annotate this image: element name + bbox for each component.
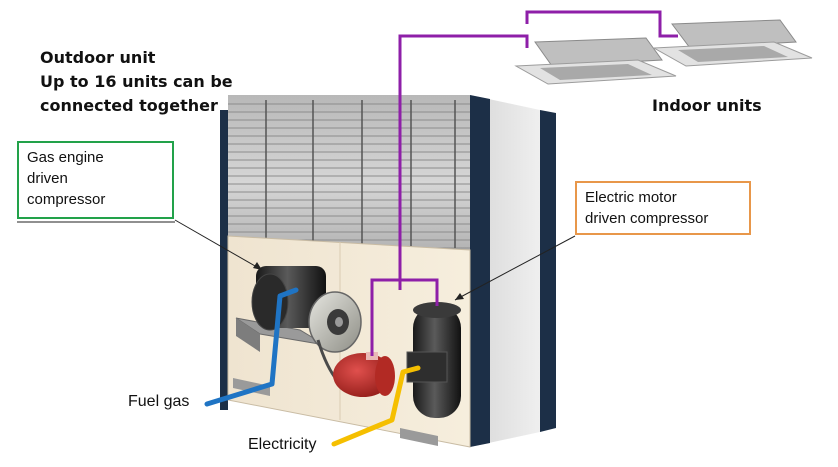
side-panel-edge-left	[470, 95, 490, 447]
pipe-to-compressors	[370, 278, 439, 356]
elec-callout-leader	[454, 235, 576, 301]
cassette-indoor-unit-icon	[652, 19, 813, 67]
motor-end-cap	[375, 356, 395, 396]
fuel-gas-line	[204, 287, 299, 407]
indoor-unit-1-body	[534, 37, 663, 67]
engine-pulley-center	[335, 317, 343, 327]
elec-callout-line-2: driven compressor	[585, 210, 709, 227]
gas-engine-icon	[235, 266, 362, 394]
fuel-gas-label: Fuel gas	[128, 393, 190, 410]
cassette-indoor-unit-icon	[514, 37, 677, 85]
indoor-unit-1-grille	[540, 64, 652, 80]
gas-callout-leader	[174, 219, 263, 271]
engine-front-cap	[251, 273, 289, 331]
gas-engine-callout: Gas engine driven compressor	[17, 141, 174, 219]
gas-callout-arrowhead	[253, 262, 262, 270]
electric-motor-icon	[333, 352, 395, 397]
indoor-unit-2-body	[671, 19, 797, 49]
electric-motor-callout: Electric motor driven compressor	[575, 181, 751, 235]
grill-dividers	[265, 100, 456, 248]
refrigerant-piping	[370, 10, 678, 356]
cabinet-foot-right	[400, 428, 438, 446]
gas-callout-line-1: Gas engine	[27, 149, 104, 166]
indoor-unit-2-grille	[678, 46, 788, 62]
side-panel-edge-right	[540, 110, 556, 432]
outdoor-title-line-1: Outdoor unit	[40, 48, 156, 67]
pipe-branch-indoor-2	[525, 10, 678, 38]
cabinet-foot-left	[233, 378, 270, 396]
outdoor-title-line-2: Up to 16 units can be	[40, 72, 233, 91]
indoor-units-label: Indoor units	[652, 96, 762, 115]
electricity-line	[331, 365, 421, 447]
gas-callout-line-2: driven	[27, 170, 68, 187]
outdoor-unit-title: Outdoor unit Up to 16 units can be conne…	[40, 46, 233, 118]
electricity-label: Electricity	[248, 436, 317, 453]
engine-mount	[236, 318, 260, 352]
elec-callout-line-1: Electric motor	[585, 189, 677, 206]
outdoor-title-line-3: connected together	[40, 96, 218, 115]
elec-callout-arrowhead	[455, 293, 464, 300]
electric-compressor-icon	[406, 302, 461, 418]
pipe-main-riser	[398, 34, 529, 290]
cabinet-front-edge	[220, 110, 228, 410]
gas-callout-line-3: compressor	[27, 191, 106, 208]
compressor-top	[413, 302, 461, 318]
